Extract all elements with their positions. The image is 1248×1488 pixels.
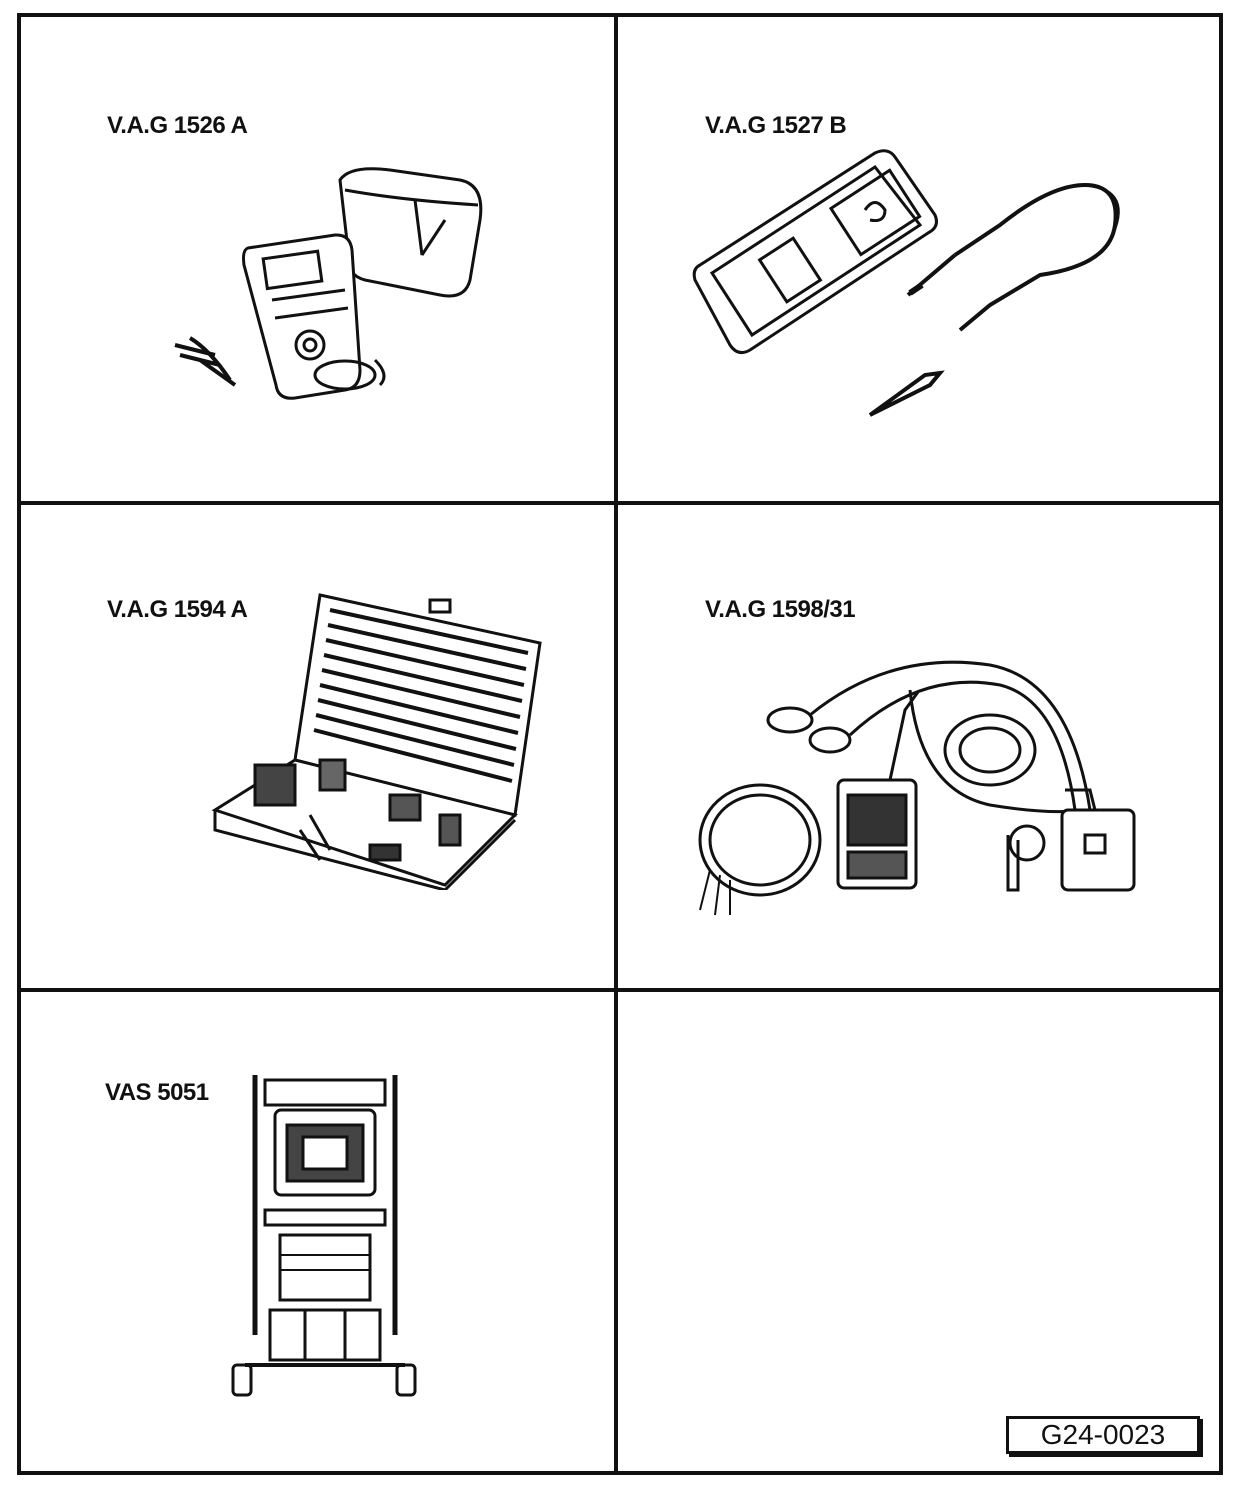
grid-divider-row-1	[17, 501, 1223, 505]
label-vag-1527-b: V.A.G 1527 B	[705, 112, 847, 139]
label-vas-5051: VAS 5051	[105, 1079, 209, 1106]
diagnostic-trolley-icon	[231, 1075, 417, 1397]
figure-reference-label: G24-0023	[1006, 1416, 1200, 1454]
test-adapter-cable-set-icon	[698, 660, 1136, 916]
grid-divider-row-2	[17, 988, 1223, 992]
voltage-tester-with-probes-icon	[692, 149, 1120, 417]
figure-frame	[17, 13, 1223, 1475]
label-vag-1598-31: V.A.G 1598/31	[705, 596, 856, 623]
multimeter-with-case-icon	[174, 167, 483, 400]
adapter-kit-case-icon	[211, 593, 542, 890]
grid-divider-vertical	[614, 13, 618, 1475]
label-vag-1594-a: V.A.G 1594 A	[107, 596, 248, 623]
label-vag-1526-a: V.A.G 1526 A	[107, 112, 248, 139]
